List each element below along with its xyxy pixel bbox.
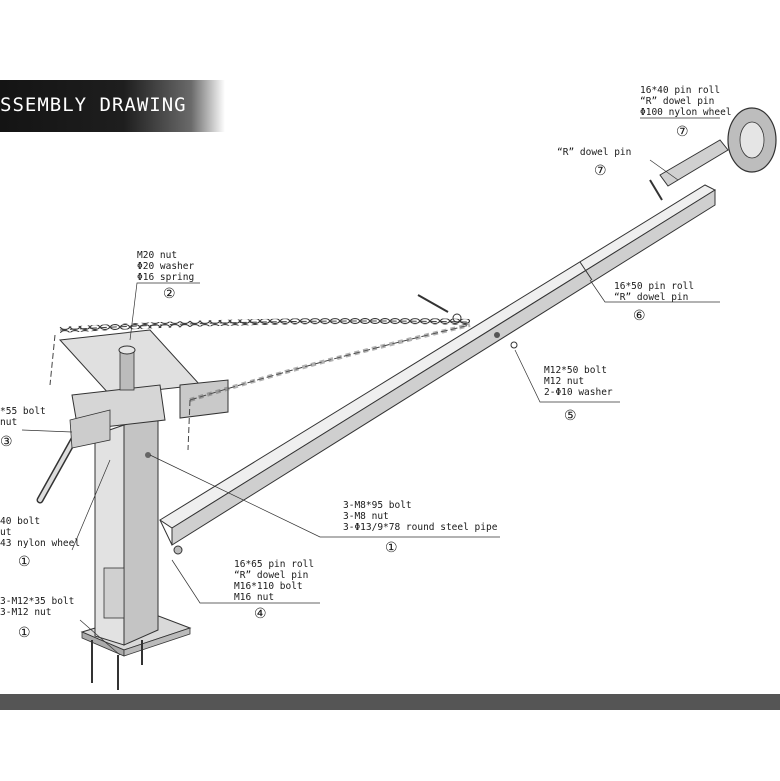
- callout-line: ut: [0, 527, 12, 538]
- callout-line: 3-M12 nut: [0, 607, 52, 618]
- callout-1-left: 40 bolt ut 43 nylon wheel: [0, 516, 80, 549]
- callout-line: Φ16 spring: [137, 272, 195, 283]
- page-title: SSEMBLY DRAWING: [0, 94, 187, 116]
- footer-bar: [0, 694, 780, 710]
- callout-line: M12 nut: [544, 376, 585, 387]
- callout-1-mid: 3-M8*95 bolt 3-M8 nut 3-Φ13/9*78 round s…: [343, 500, 497, 533]
- callout-1-base: 3-M12*35 bolt 3-M12 nut: [0, 596, 74, 618]
- callout-number-1: ①: [385, 540, 398, 556]
- callout-line: nut: [0, 417, 18, 428]
- boom-arm: [159, 184, 717, 555]
- callout-line: “R” dowel pin: [640, 96, 715, 107]
- callout-5: M12*50 bolt M12 nut 2-Φ10 washer: [544, 365, 613, 398]
- callout-line: Φ100 nylon wheel: [640, 107, 732, 118]
- callout-number-4: ④: [254, 606, 267, 622]
- callout-4: 16*65 pin roll “R” dowel pin M16*110 bol…: [234, 559, 314, 603]
- callout-line: 40 bolt: [0, 516, 41, 527]
- callout-line: “R” dowel pin: [234, 570, 309, 581]
- callout-line: 16*40 pin roll: [640, 85, 721, 96]
- callout-line: 43 nylon wheel: [0, 538, 81, 549]
- callout-line: M12*50 bolt: [544, 365, 607, 376]
- boom-tip-assembly: [649, 107, 777, 201]
- callout-number-1: ①: [18, 554, 31, 570]
- callout-7-top: 16*40 pin roll “R” dowel pin Φ100 nylon …: [640, 85, 732, 118]
- callout-3: *55 bolt nut: [0, 406, 46, 428]
- callout-line: 2-Φ10 washer: [544, 387, 613, 398]
- callout-line: “R” dowel pin: [614, 292, 689, 303]
- callout-line: *55 bolt: [0, 406, 46, 417]
- callout-line: M16*110 bolt: [234, 581, 303, 592]
- vertical-post: [94, 414, 159, 646]
- title-banner: SSEMBLY DRAWING: [0, 80, 225, 132]
- callout-number-6: ⑥: [633, 308, 646, 324]
- callout-line: “R” dowel pin: [557, 147, 632, 158]
- callout-7-mid: “R” dowel pin: [557, 147, 631, 158]
- callout-line: M16 nut: [234, 592, 275, 603]
- callout-number-1: ①: [18, 625, 31, 641]
- callout-number-7: ⑦: [594, 163, 607, 179]
- rotating-head: [58, 329, 229, 431]
- chain: [49, 294, 518, 451]
- callout-line: M20 nut: [137, 250, 178, 261]
- callout-line: Φ20 washer: [137, 261, 195, 272]
- leader-lines: [21, 117, 720, 656]
- callout-6: 16*50 pin roll “R” dowel pin: [614, 281, 694, 303]
- callout-number-3: ③: [0, 434, 13, 450]
- callout-line: 3-M12*35 bolt: [0, 596, 75, 607]
- callout-number-2: ②: [163, 286, 176, 302]
- hand-crank: [36, 409, 111, 504]
- callout-number-5: ⑤: [564, 408, 577, 424]
- callout-line: 3-Φ13/9*78 round steel pipe: [343, 522, 498, 533]
- callout-2: M20 nut Φ20 washer Φ16 spring: [137, 250, 194, 283]
- callout-line: 3-M8*95 bolt: [343, 500, 412, 511]
- callout-number-7: ⑦: [676, 124, 689, 140]
- callout-line: 16*50 pin roll: [614, 281, 695, 292]
- callout-line: 3-M8 nut: [343, 511, 389, 522]
- callout-line: 16*65 pin roll: [234, 559, 315, 570]
